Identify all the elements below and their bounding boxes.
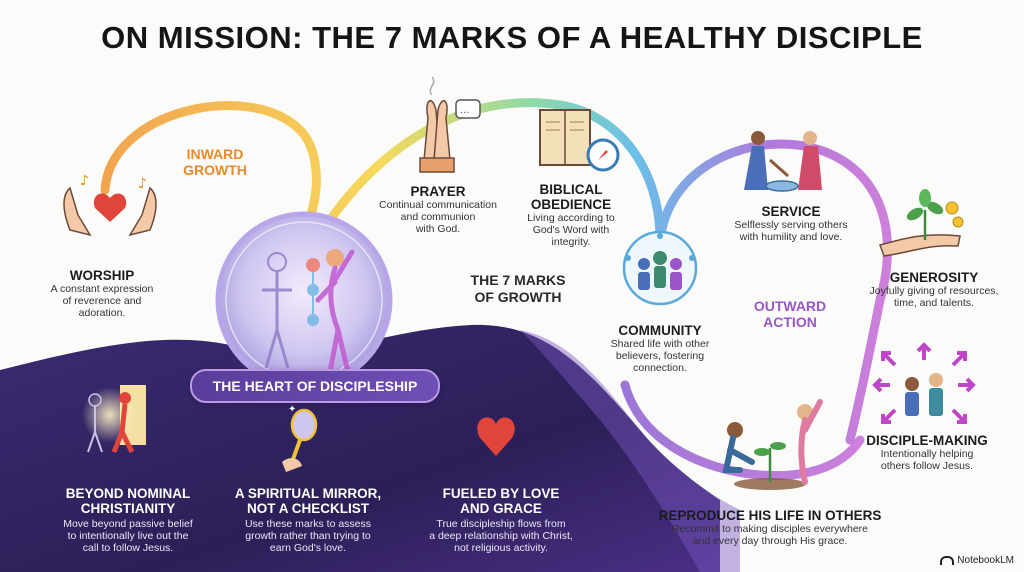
heart-point-title: FUELED BY LOVE AND GRACE: [442, 486, 560, 516]
heart-point-description: Move beyond passive belief to intentiona…: [63, 518, 193, 554]
mark-community: COMMUNITY Shared life with other believe…: [600, 323, 720, 374]
reproduce-icon-graphic: [722, 399, 823, 490]
mark-description: Shared life with other believers, foster…: [610, 338, 710, 374]
mark-title: SERVICE: [761, 204, 821, 219]
hand-mirror-icon-graphic: ✦: [282, 404, 318, 472]
svg-text:♪: ♪: [80, 173, 89, 189]
mark-description: Selflessly serving others with humility …: [734, 219, 848, 243]
brand-watermark: NotebookLM: [940, 555, 1014, 566]
mark-description: Joyfully giving of resources, time, and …: [869, 285, 999, 309]
mark-title: COMMUNITY: [618, 323, 702, 338]
heart-point-spiritual-mirror: A SPIRITUAL MIRROR, NOT A CHECKLIST Use …: [228, 486, 388, 554]
mark-generosity: GENEROSITY Joyfully giving of resources,…: [852, 270, 1016, 309]
mark-title: WORSHIP: [69, 268, 135, 283]
return-path: [620, 380, 865, 481]
mirror-figures: [262, 249, 355, 375]
outward-action-label: OUTWARD ACTION: [753, 298, 827, 330]
reproduce-title: REPRODUCE HIS LIFE IN OTHERS: [658, 508, 882, 523]
mark-description: Living according to God's Word with inte…: [527, 212, 615, 248]
worship-icon-graphic: ♪ ♪: [63, 173, 157, 237]
heart-band: [0, 324, 720, 572]
svg-text:✦: ✦: [288, 404, 296, 415]
reproduce-section: REPRODUCE HIS LIFE IN OTHERS Recommit to…: [640, 508, 900, 547]
service-icon-graphic: [744, 131, 822, 192]
page-title: ON MISSION: THE 7 MARKS OF A HEALTHY DIS…: [101, 20, 923, 55]
doorway-icon-graphic: [82, 385, 146, 454]
mark-description: A constant expression of reverence and a…: [50, 283, 154, 319]
heart-point-love-grace: FUELED BY LOVE AND GRACE True disciplesh…: [416, 486, 586, 554]
mark-worship: WORSHIP A constant expression of reveren…: [42, 268, 162, 319]
mark-title: DISCIPLE-MAKING: [866, 433, 988, 448]
mark-description: Intentionally helping others follow Jesu…: [880, 448, 974, 472]
mark-biblical-obedience: BIBLICAL OBEDIENCE Living according to G…: [512, 182, 630, 248]
heart-point-description: Use these marks to assess growth rather …: [244, 518, 372, 554]
heart-icon-graphic: [477, 417, 515, 456]
svg-text:♪: ♪: [138, 176, 147, 192]
mark-title: PRAYER: [410, 184, 466, 199]
generosity-icon-graphic: [879, 189, 964, 257]
brand-label: NotebookLM: [957, 555, 1014, 566]
community-icon-graphic: [622, 230, 698, 306]
mark-disciple-making: DISCIPLE-MAKING Intentionally helping ot…: [852, 433, 1002, 472]
heart-point-beyond-nominal: BEYOND NOMINAL CHRISTIANITY Move beyond …: [48, 486, 208, 554]
notebooklm-icon: [940, 556, 955, 565]
svg-text:...: ...: [460, 105, 470, 116]
reproduce-description: Recommit to making disciples everywhere …: [671, 523, 869, 547]
inward-growth-label: INWARD GROWTH: [183, 146, 247, 178]
mark-description: Continual communication and communion wi…: [379, 199, 497, 235]
mark-title: BIBLICAL OBEDIENCE: [530, 182, 612, 212]
heart-of-discipleship-banner: THE HEART OF DISCIPLESHIP: [190, 369, 440, 403]
mark-prayer: PRAYER Continual communication and commu…: [372, 184, 504, 235]
bible-icon-graphic: [539, 109, 620, 172]
mark-title: GENEROSITY: [889, 270, 979, 285]
disciple-making-icon-graphic: [872, 342, 976, 424]
heart-point-title: A SPIRITUAL MIRROR, NOT A CHECKLIST: [234, 486, 382, 516]
mark-service: SERVICE Selflessly serving others with h…: [716, 204, 866, 243]
prayer-icon-graphic: ...: [419, 76, 481, 173]
heart-point-description: True discipleship flows from a deep rela…: [429, 518, 573, 554]
heart-point-title: BEYOND NOMINAL CHRISTIANITY: [65, 486, 191, 516]
seven-marks-label: THE 7 MARKS OF GROWTH: [470, 272, 566, 305]
